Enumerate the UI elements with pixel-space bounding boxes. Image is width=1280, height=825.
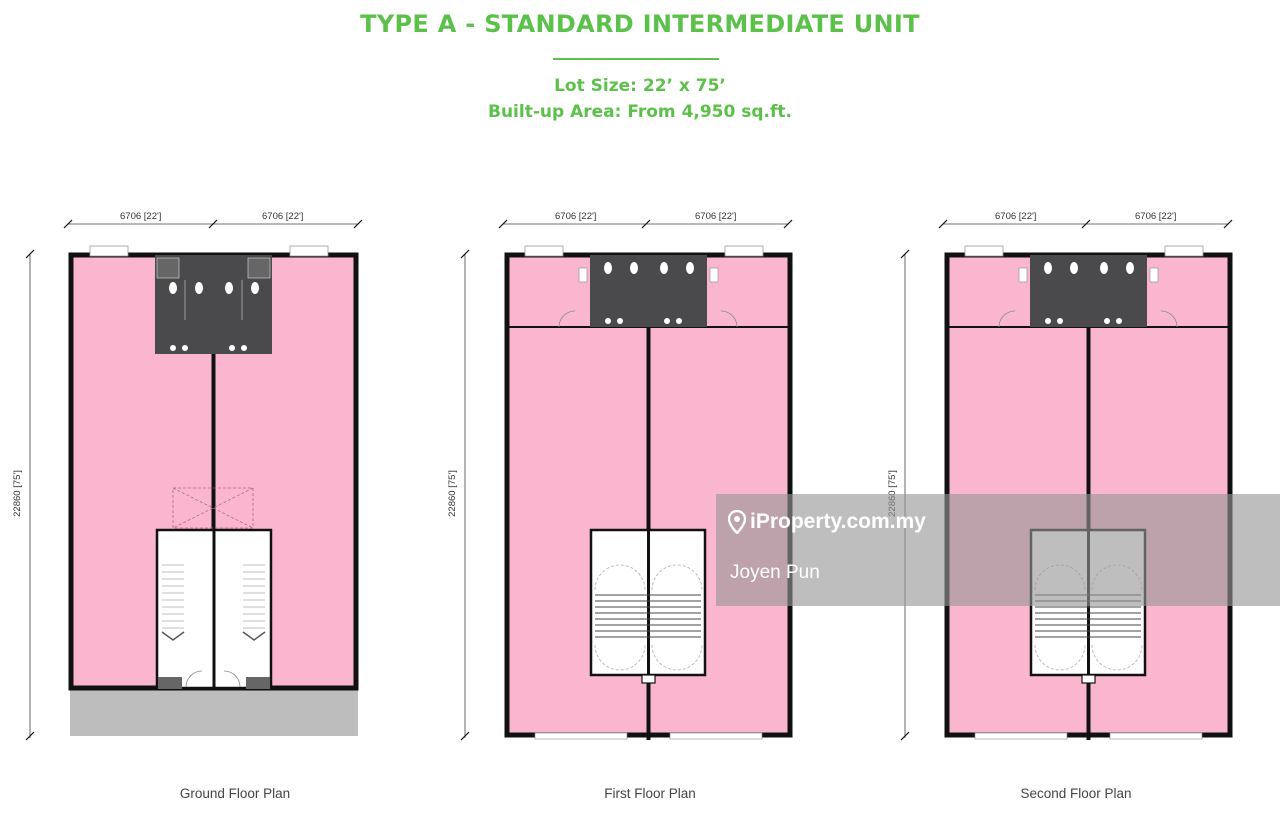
lot-size: Lot Size: 22’ x 75’ <box>554 76 726 96</box>
first-floor-plan: 6706 [22'] 6706 [22'] 22860 [75'] <box>445 200 825 760</box>
page-title: TYPE A - STANDARD INTERMEDIATE UNIT <box>360 10 920 38</box>
height-dimension: 22860 [75'] <box>446 470 458 517</box>
watermark-brand: iProperty.com.my <box>750 510 926 533</box>
width-dimension-left: 6706 [22'] <box>120 211 162 222</box>
width-dimension-right: 6706 [22'] <box>262 211 304 222</box>
ground-floor-plan: 6706 [22'] 6706 [22'] 22860 [75'] <box>10 200 390 760</box>
ground-floor-drawing <box>25 219 363 741</box>
width-dimension-right: 6706 [22'] <box>1135 211 1177 222</box>
location-pin-icon <box>728 510 746 534</box>
width-dimension-left: 6706 [22'] <box>995 211 1037 222</box>
second-floor-drawing <box>900 219 1233 741</box>
watermark-logo: iProperty.com.my <box>728 510 926 534</box>
watermark-agent: Joyen Pun <box>730 562 820 583</box>
title-underline <box>553 58 719 60</box>
width-dimension-left: 6706 [22'] <box>555 211 597 222</box>
first-floor-caption: First Floor Plan <box>604 786 696 801</box>
second-floor-caption: Second Floor Plan <box>1020 786 1132 801</box>
second-floor-plan: 6706 [22'] 6706 [22'] 22860 [75'] <box>885 200 1265 760</box>
height-dimension: 22860 [75'] <box>11 470 23 517</box>
first-floor-drawing <box>460 219 793 741</box>
watermark-banner: iProperty.com.my Joyen Pun <box>716 494 1280 606</box>
width-dimension-right: 6706 [22'] <box>695 211 737 222</box>
built-up-area: Built-up Area: From 4,950 sq.ft. <box>488 102 792 122</box>
ground-floor-caption: Ground Floor Plan <box>179 786 291 801</box>
